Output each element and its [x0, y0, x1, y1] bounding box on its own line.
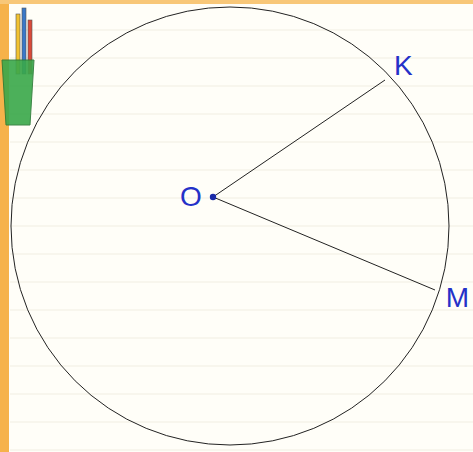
point-label: M [446, 284, 469, 312]
radius-line [213, 197, 435, 290]
circle-outline [11, 7, 449, 445]
point-label: O [180, 183, 202, 211]
point-label: K [394, 52, 413, 80]
pencil-cup [2, 8, 34, 125]
center-dot [210, 194, 216, 200]
top-strip [0, 0, 473, 4]
radius-line [213, 80, 385, 197]
